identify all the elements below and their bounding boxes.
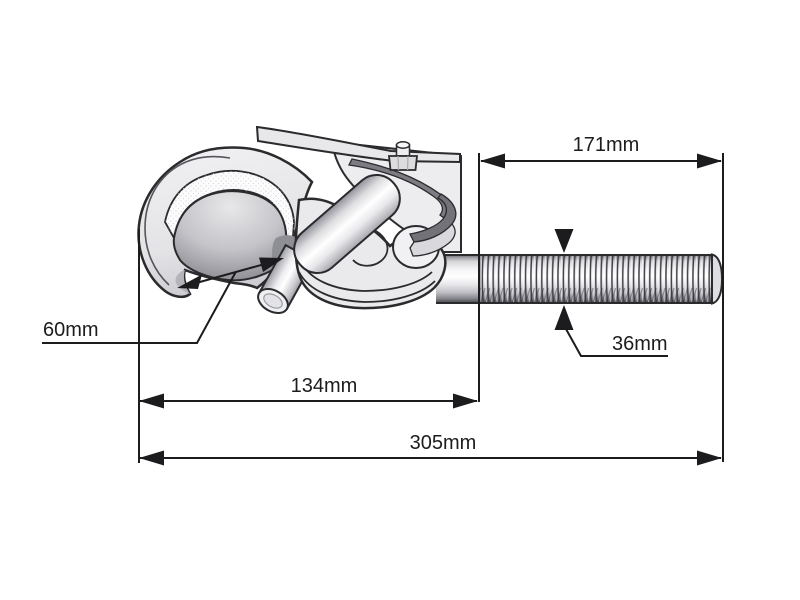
arrowhead-left-icon — [480, 153, 505, 169]
thread-length-label: 171mm — [573, 134, 640, 156]
overall-length-label: 305mm — [410, 432, 477, 454]
latch-curl — [409, 193, 457, 257]
arrowhead-left-icon — [177, 274, 202, 289]
latch-lever — [255, 125, 461, 164]
arrowhead-down-icon — [554, 229, 574, 253]
arrowhead-right-icon — [697, 450, 722, 466]
shank-arm — [293, 174, 401, 274]
arrowhead-up-icon — [554, 305, 574, 330]
latch-bolt — [387, 141, 419, 171]
dimension-overall-length: 305mm — [139, 432, 722, 466]
arrowhead-right-icon — [453, 393, 478, 409]
arrowhead-right-icon — [259, 257, 284, 272]
arrowhead-left-icon — [139, 393, 164, 409]
hook-opening-label: 60mm — [43, 319, 99, 341]
threaded-rod — [436, 253, 724, 305]
latch-shadow-band — [348, 158, 453, 222]
dimension-hook-body-length: 134mm — [139, 375, 478, 409]
dimension-annotations: 171mm 36mm 60mm 134mm — [42, 134, 724, 466]
dimension-thread-length: 171mm — [480, 134, 722, 169]
arrowhead-right-icon — [697, 153, 722, 169]
arrowhead-left-icon — [139, 450, 164, 466]
rod-diameter-label: 36mm — [612, 333, 668, 355]
dimension-rod-diameter: 36mm — [554, 229, 668, 357]
rod-end-cap — [711, 253, 724, 305]
hook-body-length-label: 134mm — [291, 375, 358, 397]
hook-rim-line — [144, 155, 231, 286]
dimension-hook-opening: 60mm — [42, 257, 284, 344]
hook-assembly-illustration — [137, 125, 724, 315]
